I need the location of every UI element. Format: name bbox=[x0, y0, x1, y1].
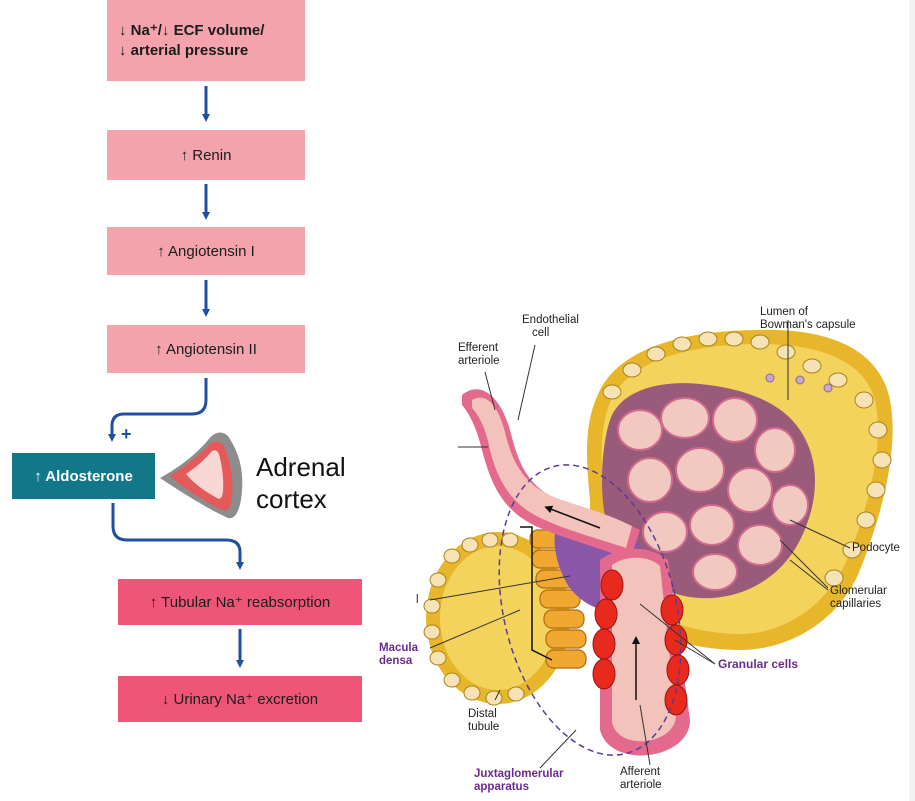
label-endothelial-line1: Endothelial bbox=[522, 314, 579, 326]
flow-box-low-sodium: ↓ Na⁺/↓ ECF volume/ ↓ arterial pressure bbox=[107, 0, 305, 81]
label-stub: l bbox=[416, 594, 419, 606]
stimulation-plus-sign: + bbox=[121, 424, 132, 444]
label-jga-line2: apparatus bbox=[474, 781, 529, 793]
flow-box-angiotensin-1: ↑ Angiotensin I bbox=[107, 227, 305, 275]
label-lumen-line2: Bowman's capsule bbox=[760, 319, 856, 331]
flow-box-urinary-excretion: ↓ Urinary Na⁺ excretion bbox=[118, 676, 362, 722]
label-glomerular-capillaries: Glomerular capillaries bbox=[830, 585, 887, 611]
label-endothelial-cell: Endothelial cell bbox=[522, 314, 579, 340]
arrow-to-tubular-reabsorption bbox=[111, 503, 244, 570]
label-granular-cells: Granular cells bbox=[718, 657, 799, 671]
flow-box-low-sodium-line2: ↓ arterial pressure bbox=[119, 41, 249, 59]
label-efferent-arteriole: Efferent arteriole bbox=[458, 342, 500, 368]
label-macula-line1: Macula bbox=[379, 642, 418, 654]
flow-box-angiotensin-2: ↑ Angiotensin II bbox=[107, 325, 305, 373]
label-macula-line2: densa bbox=[379, 655, 413, 667]
flow-box-angiotensin-1-label: ↑ Angiotensin I bbox=[157, 242, 255, 260]
label-efferent-line1: Efferent bbox=[458, 342, 499, 354]
granular-cells bbox=[592, 569, 690, 716]
arrow-to-aldosterone bbox=[108, 378, 208, 442]
flow-box-angiotensin-2-label: ↑ Angiotensin II bbox=[155, 340, 257, 358]
adrenal-label-line2: cortex bbox=[256, 484, 327, 514]
flow-box-tubular-reabsorption: ↑ Tubular Na⁺ reabsorption bbox=[118, 579, 362, 625]
flow-box-aldosterone-label: ↑ Aldosterone bbox=[34, 467, 133, 485]
flow-box-aldosterone: ↑ Aldosterone bbox=[12, 453, 155, 499]
flowchart-arrows bbox=[108, 86, 244, 668]
label-podocyte: Podocyte bbox=[852, 542, 900, 554]
adrenal-label-line1: Adrenal bbox=[256, 452, 346, 482]
efferent-arteriole bbox=[462, 389, 640, 560]
label-glomerular-line1: Glomerular bbox=[830, 585, 887, 597]
label-jga-line1: Juxtaglomerular bbox=[474, 768, 564, 780]
bowman-capsule-cells bbox=[602, 331, 892, 587]
label-distal-line1: Distal bbox=[468, 708, 497, 720]
lumen-dots bbox=[765, 373, 833, 393]
leader-lines bbox=[429, 320, 851, 769]
label-glomerular-line2: capillaries bbox=[830, 598, 882, 610]
flow-box-urinary-excretion-label: ↓ Urinary Na⁺ excretion bbox=[161, 691, 319, 708]
flow-box-low-sodium-line1: ↓ Na⁺/↓ ECF volume/ bbox=[119, 21, 265, 39]
flow-box-renin: ↑ Renin bbox=[107, 130, 305, 180]
label-distal-line2: tubule bbox=[468, 721, 500, 733]
label-juxtaglomerular-apparatus: Juxtaglomerular apparatus bbox=[474, 768, 563, 794]
right-edge-strip bbox=[909, 0, 915, 801]
glomerular-capillaries bbox=[602, 383, 815, 599]
label-endothelial-line2: cell bbox=[532, 327, 550, 339]
label-distal-tubule: Distal tubule bbox=[468, 708, 499, 734]
label-bowman-lumen: Lumen of Bowman's capsule bbox=[760, 306, 856, 332]
label-efferent-line2: arteriole bbox=[458, 355, 500, 367]
label-lumen-line1: Lumen of bbox=[760, 306, 808, 318]
label-afferent-line1: Afferent bbox=[620, 766, 661, 778]
juxtaglomerular-outline bbox=[498, 464, 682, 756]
flow-box-renin-label: ↑ Renin bbox=[180, 146, 232, 164]
flow-box-tubular-reabsorption-label: ↑ Tubular Na⁺ reabsorption bbox=[149, 594, 331, 611]
label-afferent-arteriole: Afferent arteriole bbox=[620, 766, 662, 792]
label-afferent-line2: arteriole bbox=[620, 779, 662, 791]
label-macula-densa: Macula densa bbox=[379, 642, 418, 668]
adrenal-gland-icon bbox=[160, 432, 243, 519]
distal-tubule bbox=[423, 532, 570, 706]
